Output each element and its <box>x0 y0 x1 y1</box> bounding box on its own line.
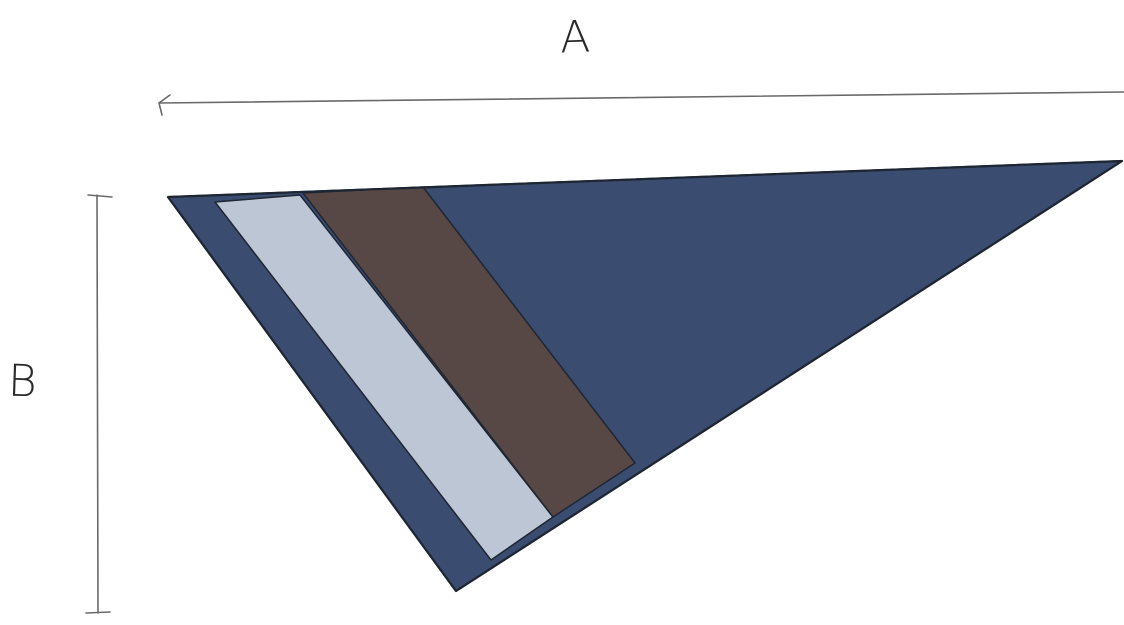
dimension-b-line <box>85 194 113 614</box>
dimension-a-line <box>158 91 1124 116</box>
pennant-outline <box>166 159 1124 593</box>
